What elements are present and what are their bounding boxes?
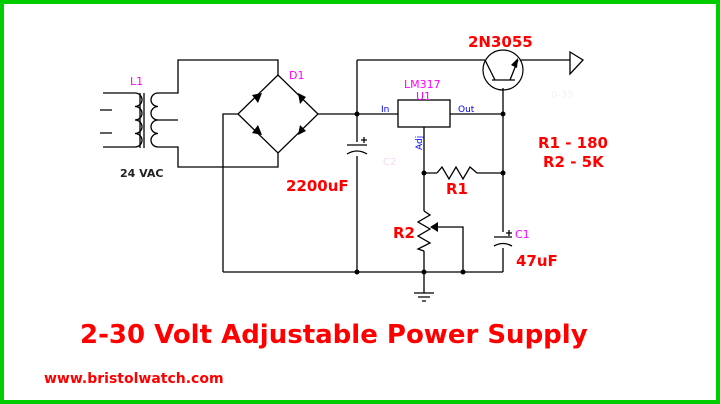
transformer-l1 — [100, 59, 279, 168]
wires — [223, 59, 504, 293]
r2-label: R2 — [393, 224, 415, 242]
diagram-title: 2-30 Volt Adjustable Power Supply — [80, 320, 588, 350]
ground-icon — [414, 292, 434, 302]
transistor-2n3055 — [482, 49, 585, 91]
c1-label: C1 — [515, 228, 530, 241]
pin-in: In — [381, 105, 389, 115]
output-arrow-icon — [569, 50, 585, 76]
potentiometer-r2 — [416, 210, 464, 272]
pin-out: Out — [458, 105, 475, 115]
lm317-part: LM317 — [404, 78, 441, 91]
r1-label: R1 — [446, 180, 468, 198]
d1-label: D1 — [289, 69, 304, 82]
capacitor-c1 — [491, 230, 515, 248]
r1-value: R1 - 180 — [538, 134, 608, 152]
website-link[interactable]: www.bristolwatch.com — [44, 371, 224, 387]
transistor-part: 2N3055 — [468, 33, 533, 51]
u1-label: U1 — [416, 90, 431, 103]
c1-value: 47uF — [516, 252, 558, 270]
junction-dots — [354, 111, 506, 275]
capacitor-c2 — [345, 137, 369, 156]
transformer-rating: 24 VAC — [120, 167, 164, 180]
c2-label: C2 — [383, 157, 396, 168]
pin-adj: Adj — [415, 136, 425, 150]
bridge-rectifier-d1 — [222, 74, 357, 272]
l1-label: L1 — [130, 75, 143, 88]
output-note: 0-35 — [551, 90, 574, 101]
resistor-r1 — [436, 165, 478, 181]
c2-value: 2200uF — [286, 177, 349, 195]
r2-value: R2 - 5K — [543, 153, 605, 171]
lm317-regulator — [397, 99, 451, 128]
